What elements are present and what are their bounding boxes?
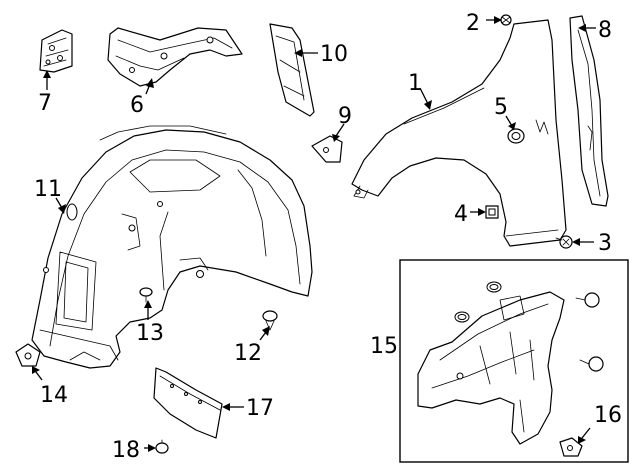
svg-text:12: 12: [234, 341, 262, 366]
callout-18: 18: [112, 438, 156, 463]
svg-text:17: 17: [246, 396, 274, 421]
callout-17: 17: [222, 396, 274, 421]
svg-text:15: 15: [370, 334, 398, 359]
callout-5: 5: [494, 95, 516, 130]
svg-text:6: 6: [130, 93, 144, 118]
callout-10: 10: [294, 42, 348, 67]
part-14-nut-clip: [15, 343, 41, 367]
part-16-fastener: [559, 437, 583, 457]
svg-text:16: 16: [594, 403, 622, 428]
svg-text:9: 9: [338, 104, 352, 129]
callout-2: 2: [466, 11, 502, 36]
svg-text:18: 18: [112, 438, 140, 463]
part-1-fender: [351, 19, 567, 247]
part-8-seal: [569, 15, 609, 207]
svg-text:7: 7: [38, 91, 52, 116]
callout-7: 7: [38, 70, 52, 116]
callout-4: 4: [454, 202, 486, 227]
callout-14: 14: [32, 366, 68, 408]
part-17-splash-shield: [153, 367, 223, 439]
part-18-pin: [155, 439, 169, 454]
callout-9: 9: [332, 104, 352, 142]
callout-12: 12: [234, 326, 270, 366]
callout-16: 16: [578, 403, 622, 444]
inset-frame: [399, 259, 629, 463]
svg-text:4: 4: [454, 202, 468, 227]
part-2-bolt: [500, 14, 512, 26]
part-4-clip: [485, 205, 499, 219]
svg-text:14: 14: [40, 383, 68, 408]
part-15-shield: [417, 281, 565, 445]
callout-8: 8: [578, 18, 612, 43]
svg-text:8: 8: [598, 18, 612, 43]
part-9-clip-bracket: [311, 135, 343, 163]
svg-text:13: 13: [136, 321, 164, 346]
svg-text:1: 1: [408, 71, 422, 96]
part-7-bracket: [39, 29, 73, 73]
callout-1: 1: [408, 71, 432, 110]
part-6-rail-bracket: [107, 27, 243, 87]
callout-11: 11: [34, 177, 66, 214]
part-10-insulator: [269, 23, 315, 117]
callout-15: 15: [370, 334, 398, 359]
svg-text:11: 11: [34, 177, 62, 202]
inset-fasteners: [575, 292, 604, 372]
part-13-push-pin: [139, 287, 153, 303]
svg-text:5: 5: [494, 95, 508, 120]
callout-13: 13: [136, 300, 164, 346]
callout-3: 3: [572, 231, 612, 256]
svg-text:2: 2: [466, 11, 480, 36]
part-5-grommet: [507, 128, 525, 144]
svg-text:3: 3: [598, 231, 612, 256]
svg-text:10: 10: [320, 42, 348, 67]
part-11-wheelhouse-liner: [31, 125, 313, 369]
part-12-push-pin: [262, 310, 278, 331]
callout-6: 6: [130, 78, 154, 118]
